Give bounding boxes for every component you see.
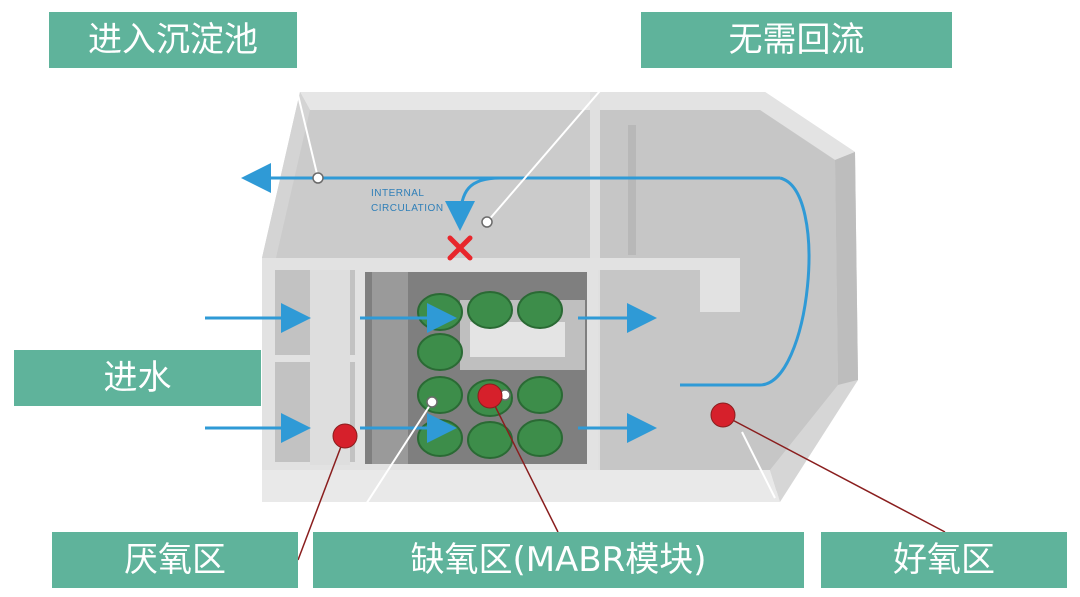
leader-aerobic	[722, 414, 946, 533]
tank-right-wall	[835, 152, 858, 385]
internal-circulation-line-1: INTERNAL	[371, 188, 425, 199]
leader-anaerobic	[297, 435, 346, 561]
leader-dot	[481, 216, 493, 228]
label-inflow: 进水	[14, 350, 261, 406]
front-wall	[262, 470, 780, 502]
leader-dots	[312, 172, 511, 408]
mabr-module	[517, 291, 563, 329]
mabr-module	[517, 419, 563, 457]
label-anoxic: 缺氧区(MABR模块)	[313, 532, 804, 588]
mabr-module	[517, 376, 563, 414]
leader-anoxic	[347, 401, 433, 533]
label-no-return: 无需回流	[641, 12, 952, 68]
leader-no-return	[486, 69, 619, 223]
internal-circulation-arrow	[680, 176, 811, 387]
anaerobic-marker	[332, 423, 358, 449]
inner-partition	[628, 125, 636, 255]
internal-circulation-line-2: CIRCULATION	[371, 203, 444, 214]
mabr-module	[417, 333, 463, 371]
front-wall-right	[770, 380, 858, 502]
mabr-module	[417, 293, 463, 331]
leader-lines-dark	[297, 395, 946, 561]
leader-dot	[312, 172, 324, 184]
flow-arrows	[205, 163, 811, 443]
internal-circulation-branch	[445, 176, 501, 231]
mabr-module	[417, 419, 463, 457]
label-anaerobic: 厌氧区	[52, 532, 298, 588]
tank-back-wall-left	[300, 92, 590, 110]
leader-dot	[426, 396, 438, 408]
no-return-cross-icon	[447, 235, 473, 261]
anoxic-frame	[372, 272, 408, 464]
tank-left-wall	[262, 92, 310, 258]
mabr-module	[417, 376, 463, 414]
leader-sedimentation	[291, 69, 319, 179]
leader-lines-white	[291, 69, 776, 533]
label-sedimentation: 进入沉淀池	[49, 12, 297, 68]
aerobic-marker	[710, 402, 736, 428]
mabr-module	[467, 291, 513, 329]
tank-back-wall-right	[600, 92, 855, 160]
leader-aerobic-white	[741, 431, 776, 499]
leader-anoxic-dark	[489, 395, 559, 533]
anoxic-marker	[477, 383, 503, 409]
internal-circulation-label: INTERNAL CIRCULATION	[371, 186, 491, 216]
label-aerobic: 好氧区	[821, 532, 1067, 588]
red-markers	[332, 383, 736, 449]
upper-channel-floor	[276, 110, 590, 258]
